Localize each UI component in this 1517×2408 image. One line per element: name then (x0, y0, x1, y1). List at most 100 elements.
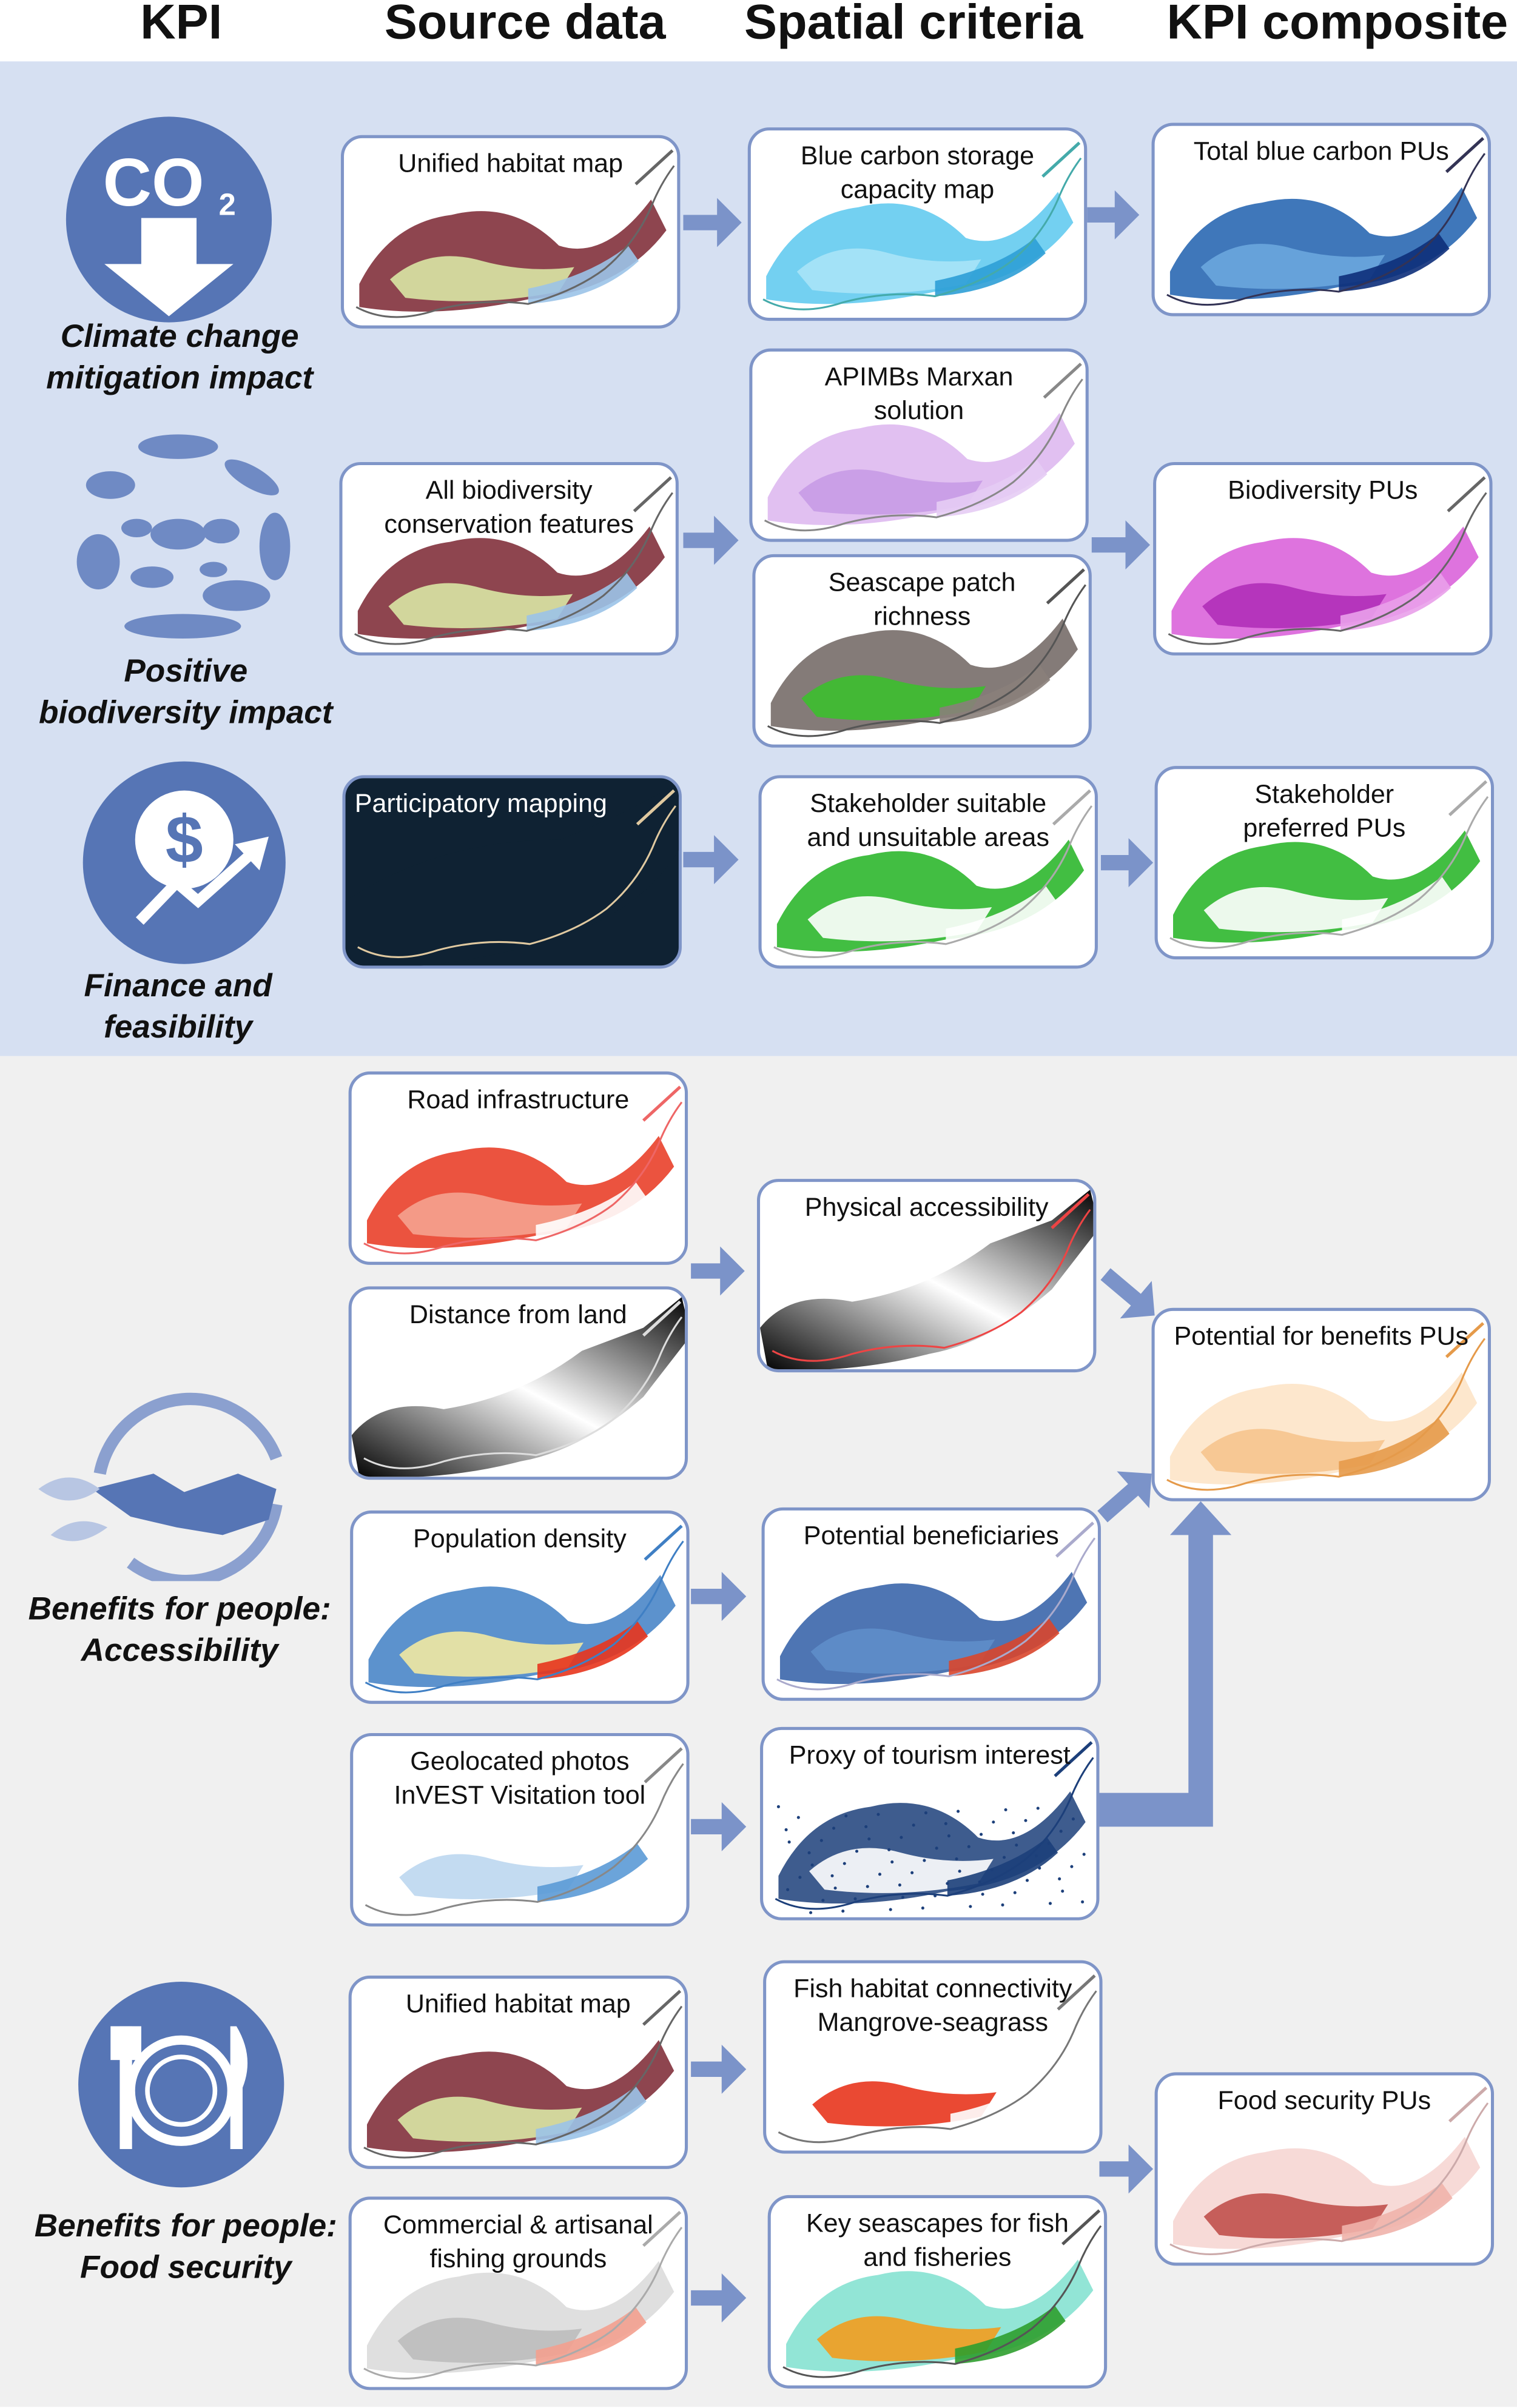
map-card-title: Road infrastructure (407, 1085, 630, 1115)
map-card-title: Commercial & artisanal fishing grounds (383, 2210, 653, 2274)
header-kpi-composite: KPI composite (1166, 0, 1509, 50)
flow-arrow (683, 835, 739, 885)
kpi-label-biodiversity: Positive biodiversity impact (39, 654, 333, 731)
map-card-title: Fish habitat connectivity Mangrove-seagr… (793, 1974, 1072, 2037)
map-card-title: Potential beneficiaries (803, 1521, 1059, 1551)
map-card-foodpus: Food security PUs (1154, 2072, 1495, 2266)
flow-arrow (691, 1246, 745, 1296)
map-card-unified1: Unified habitat map (340, 135, 681, 329)
map-card-title: APIMBs Marxan solution (824, 362, 1014, 426)
flow-arrow (691, 2044, 747, 2094)
flow-arrow (1100, 1268, 1155, 1319)
map-card-title: Stakeholder suitable and unsuitable area… (807, 789, 1050, 852)
map-card-title: Distance from land (409, 1300, 627, 1330)
header-kpi: KPI (140, 0, 223, 50)
map-thumbnail (363, 2210, 683, 2379)
map-card-title: Food security PUs (1217, 2086, 1431, 2116)
flow-arrow (1099, 2144, 1154, 2194)
tourism-to-benefits-arrow (1099, 1501, 1232, 1827)
map-thumbnail (778, 1974, 1097, 2144)
map-thumbnail (1169, 780, 1489, 949)
map-card-potbenefits: Potential for benefits PUs (1151, 1307, 1491, 1501)
map-card-fishconn: Fish habitat connectivity Mangrove-seagr… (763, 1960, 1103, 2154)
map-thumbnail (764, 363, 1083, 532)
map-thumbnail (773, 789, 1093, 958)
map-card-title: Population density (413, 1524, 627, 1554)
plate-fork-knife-icon (78, 1982, 284, 2188)
map-thumbnail (351, 1297, 685, 1477)
map-card-biopus: Biodiversity PUs (1153, 461, 1493, 656)
map-card-title: Seascape patch richness (828, 568, 1016, 631)
dollar-sign: $ (166, 802, 203, 877)
map-thumbnail (1166, 1322, 1486, 1491)
map-card-title: Blue carbon storage capacity map (800, 141, 1035, 204)
handshake-icon (38, 1392, 283, 1581)
map-thumbnail (767, 568, 1086, 737)
map-card-title: Unified habitat map (398, 149, 624, 178)
map-card-title: Physical accessibility (804, 1192, 1049, 1222)
map-thumbnail (1169, 2086, 1489, 2255)
map-thumbnail (365, 1524, 684, 1694)
map-thumbnail (782, 2209, 1102, 2378)
flow-arrow (683, 515, 739, 565)
map-thumbnail (762, 141, 1082, 310)
map-card-seascape: Seascape patch richness (752, 554, 1092, 748)
map-card-allbio: All biodiversity conservation features (339, 461, 679, 656)
finance-dollar-icon: $ (82, 761, 286, 964)
co2-icon: CO 2 (66, 116, 272, 323)
map-thumbnail (363, 1085, 683, 1255)
map-thumbnail (363, 1990, 683, 2159)
map-card-distance: Distance from land (348, 1286, 688, 1480)
kpi-label-accessibility: Benefits for people: Accessibility (28, 1592, 331, 1669)
map-card-title: Total blue carbon PUs (1193, 136, 1449, 166)
map-thumbnail (365, 1747, 684, 1916)
map-card-totalblue: Total blue carbon PUs (1151, 122, 1491, 317)
flow-arrow (691, 2273, 747, 2323)
flow-arrow (1091, 520, 1151, 570)
map-card-participatory: Participatory mapping (342, 775, 682, 969)
kpi-label-climate: Climate change mitigation impact (46, 319, 314, 397)
map-thumbnail (775, 1741, 1094, 1914)
map-card-keyseascapes: Key seascapes for fish and fisheries (767, 2195, 1108, 2389)
header-spatial-criteria: Spatial criteria (744, 0, 1083, 50)
marine-animals-icon (76, 434, 291, 639)
flow-arrow (1097, 1471, 1152, 1523)
co2-subscript: 2 (219, 187, 236, 221)
map-thumbnail (1168, 476, 1487, 645)
map-thumbnail (355, 149, 675, 318)
co2-text: CO (103, 144, 204, 220)
map-card-physical: Physical accessibility (756, 1179, 1097, 1373)
map-thumbnail (776, 1521, 1096, 1691)
map-card-title: Unified habitat map (405, 1989, 631, 2019)
flow-arrow (691, 1802, 747, 1851)
map-card-title: Biodiversity PUs (1228, 475, 1418, 505)
map-thumbnail (354, 476, 673, 645)
map-thumbnail (760, 1189, 1094, 1370)
kpi-label-food-security: Benefits for people: Food security (34, 2208, 337, 2286)
map-card-unified2: Unified habitat map (348, 1975, 688, 2169)
map-card-geophotos: Geolocated photos InVEST Visitation tool (350, 1732, 690, 1927)
map-card-stakesuit: Stakeholder suitable and unsuitable area… (758, 775, 1098, 969)
map-card-population: Population density (350, 1510, 690, 1704)
flow-arrow (683, 198, 742, 247)
flow-arrow (1087, 190, 1140, 240)
flow-arrow (1101, 838, 1154, 888)
kpi-label-finance: Finance and feasibility (84, 968, 272, 1045)
header-row: KPI Source data Spatial criteria KPI com… (0, 0, 1517, 62)
map-card-title: Geolocated photos InVEST Visitation tool (394, 1746, 646, 1810)
map-card-title: Potential for benefits PUs (1174, 1321, 1469, 1351)
map-card-title: All biodiversity conservation features (384, 475, 634, 539)
map-card-road: Road infrastructure (348, 1071, 688, 1265)
map-card-fishing: Commercial & artisanal fishing grounds (348, 2196, 688, 2390)
map-card-title: Proxy of tourism interest (789, 1740, 1071, 1770)
map-thumbnail (1166, 136, 1486, 306)
map-card-beneficiaries: Potential beneficiaries (761, 1507, 1102, 1701)
map-card-tourism: Proxy of tourism interest (760, 1726, 1100, 1920)
map-card-title: Participatory mapping (354, 789, 607, 819)
map-card-title: Stakeholder preferred PUs (1243, 779, 1406, 843)
map-card-stakepref: Stakeholder preferred PUs (1154, 766, 1495, 960)
map-thumbnail (345, 782, 679, 966)
map-card-apimbs: APIMBs Marxan solution (749, 348, 1089, 542)
